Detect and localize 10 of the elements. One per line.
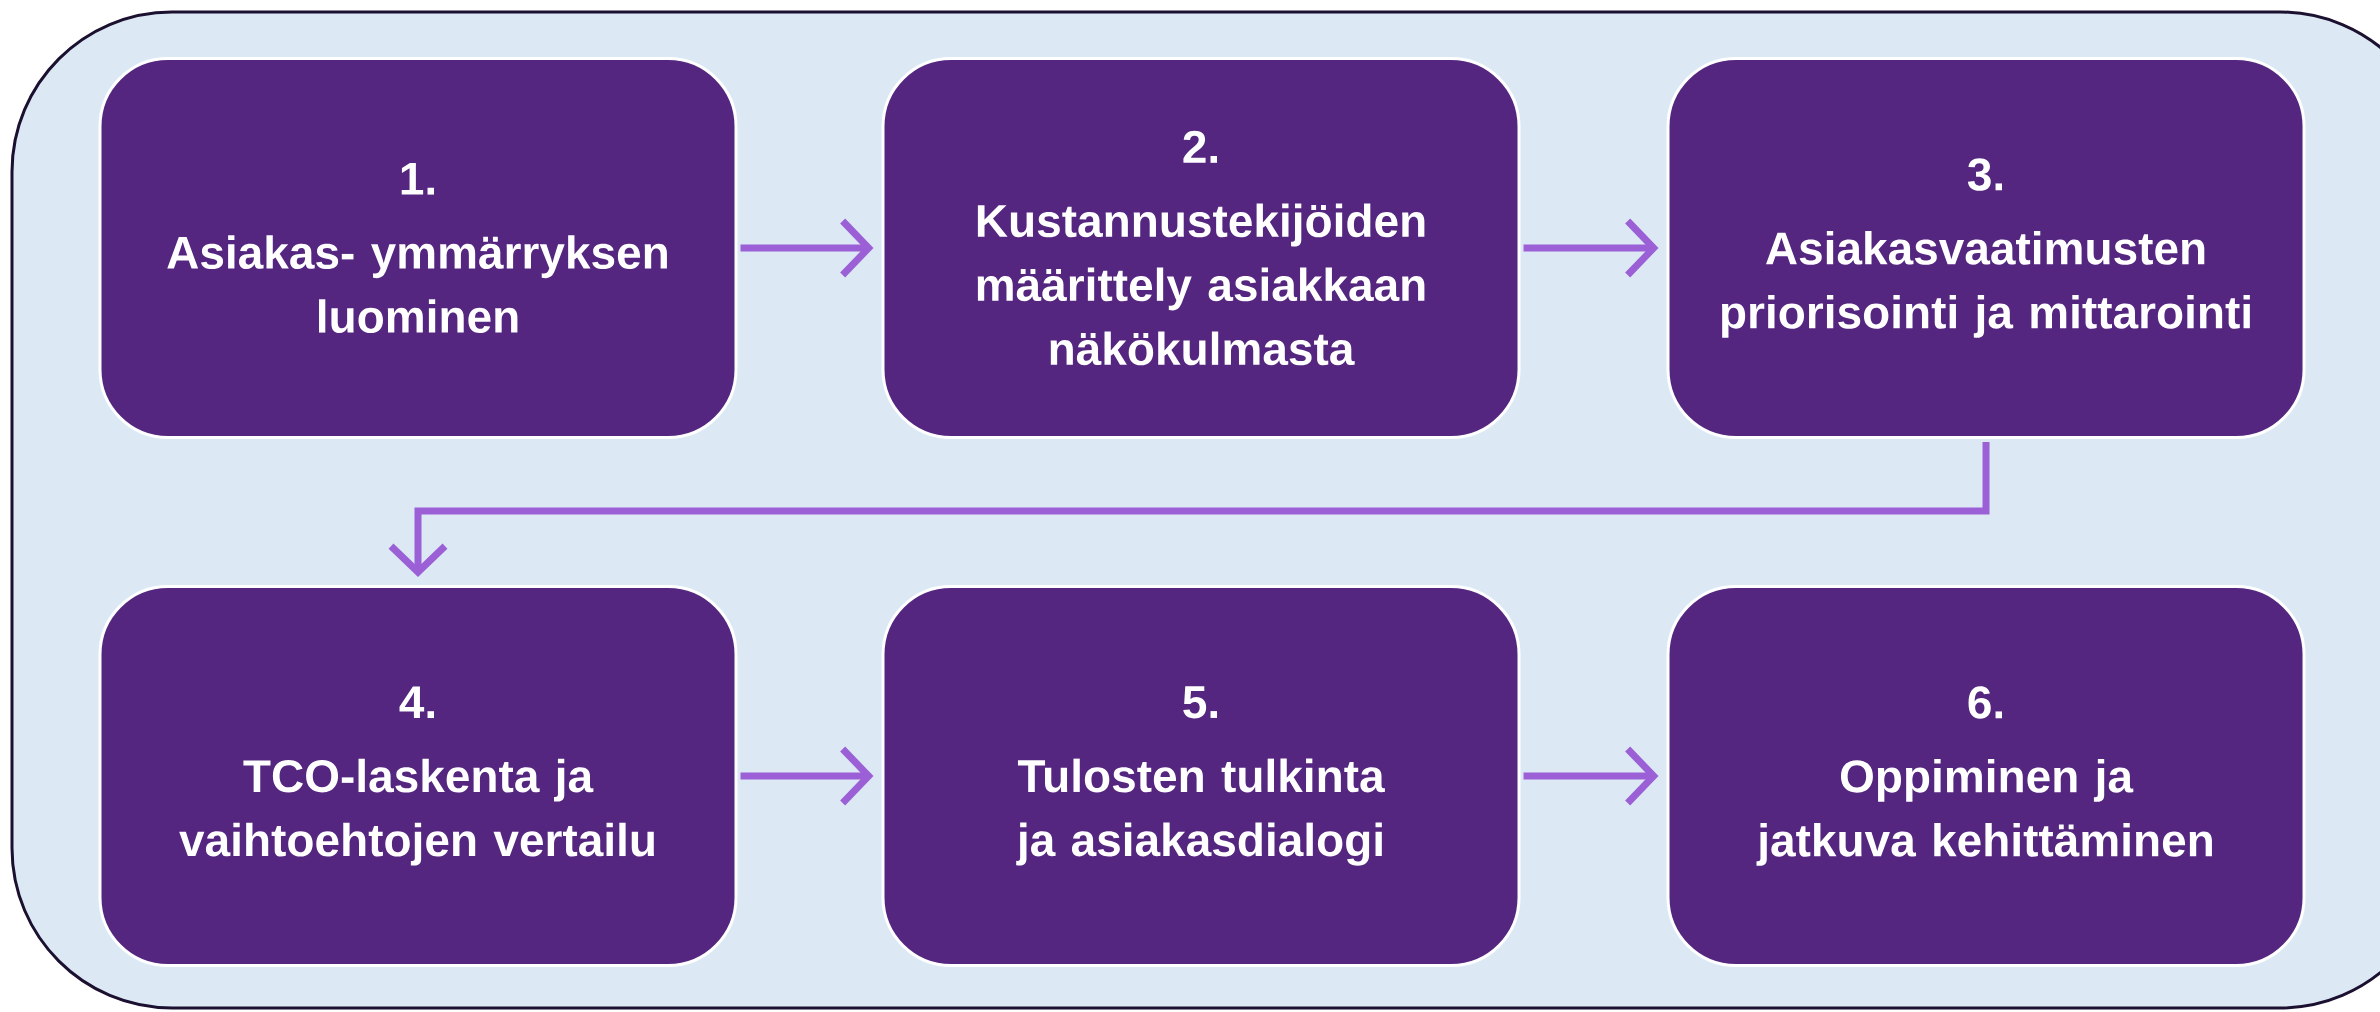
- arrow: [740, 218, 874, 278]
- process-box: 6. Oppiminen ja jatkuva kehittäminen: [1666, 585, 2306, 967]
- process-box: 5. Tulosten tulkinta ja asiakasdialogi: [881, 585, 1521, 967]
- arrow: [1523, 746, 1659, 806]
- process-box: 4. TCO-laskenta ja vaihtoehtojen vertailu: [98, 585, 738, 967]
- process-box: 1. Asiakas- ymmärryksen luominen: [98, 57, 738, 439]
- arrow: [1523, 218, 1659, 278]
- process-box: 2. Kustannustekijöiden määrittely asiakkaan näkökulmasta: [881, 57, 1521, 439]
- arrow: [740, 746, 874, 806]
- process-box: 3. Asiakasvaatimusten priorisointi ja mittarointi: [1666, 57, 2306, 439]
